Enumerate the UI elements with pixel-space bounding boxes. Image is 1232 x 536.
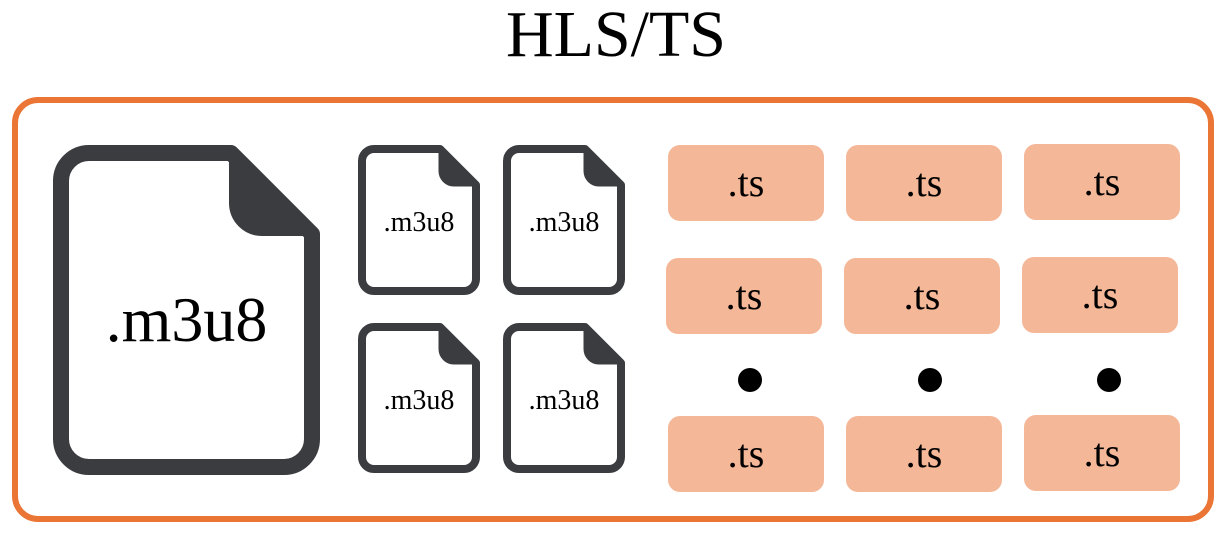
media-playlist-file: .m3u8 <box>503 145 625 295</box>
master-playlist-label: .m3u8 <box>105 284 268 355</box>
file-icon <box>503 145 625 295</box>
media-playlist-file: .m3u8 <box>503 323 625 473</box>
media-playlist-label: .m3u8 <box>383 385 455 416</box>
file-icon <box>358 323 480 473</box>
media-playlist-label: .m3u8 <box>528 207 600 238</box>
ts-segment: .ts <box>1024 144 1180 220</box>
ts-segment: .ts <box>846 145 1002 221</box>
ts-segment: .ts <box>1024 415 1180 491</box>
media-playlist-label: .m3u8 <box>383 207 455 238</box>
ts-segment: .ts <box>666 258 822 334</box>
file-icon <box>358 145 480 295</box>
media-playlist-label: .m3u8 <box>528 385 600 416</box>
ts-segment: .ts <box>668 416 824 492</box>
ellipsis-dot <box>1097 368 1121 392</box>
diagram-title: HLS/TS <box>505 0 727 71</box>
file-icon <box>53 145 320 475</box>
master-playlist-file: .m3u8 <box>53 145 320 475</box>
ts-segment: .ts <box>668 145 824 221</box>
media-playlist-file: .m3u8 <box>358 323 480 473</box>
file-icon <box>503 323 625 473</box>
ellipsis-dot <box>918 368 942 392</box>
media-playlist-file: .m3u8 <box>358 145 480 295</box>
ts-segment: .ts <box>846 416 1002 492</box>
ellipsis-dot <box>738 368 762 392</box>
hls-container-frame <box>12 97 1214 522</box>
ts-segment: .ts <box>844 258 1000 334</box>
ts-segment: .ts <box>1022 257 1178 333</box>
